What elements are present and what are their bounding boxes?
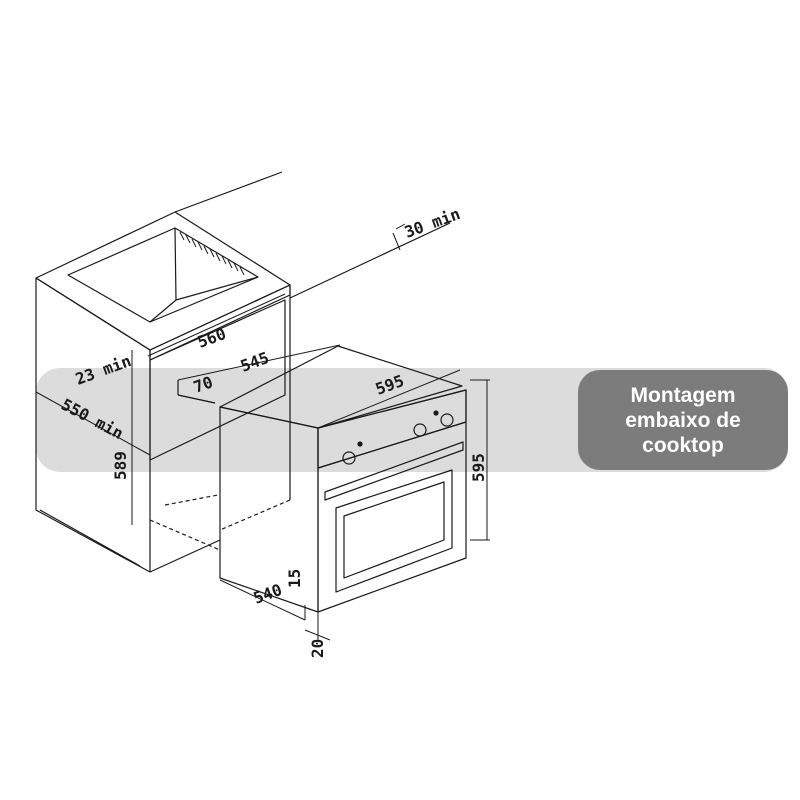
oven-window-inner bbox=[343, 481, 445, 579]
cabinet-plinth-line bbox=[39, 509, 141, 567]
dim-560: 560 bbox=[195, 324, 229, 352]
worktop-back-edge bbox=[174, 171, 283, 213]
knob-2 bbox=[413, 423, 427, 437]
cabinet-opening bbox=[149, 299, 286, 461]
dim-15: 15 bbox=[285, 569, 304, 588]
panel-lower-edge bbox=[317, 421, 467, 469]
dim-23min: 23 min bbox=[73, 351, 134, 389]
indicator-light-2 bbox=[433, 410, 439, 416]
knob-1 bbox=[342, 451, 356, 465]
dim-540: 540 bbox=[251, 580, 285, 608]
worktop-extension-line bbox=[289, 222, 451, 299]
dim-595-width: 595 bbox=[373, 371, 407, 399]
knob-3 bbox=[440, 413, 454, 427]
dim-30min: 30 min bbox=[402, 204, 463, 242]
oven-handle bbox=[324, 441, 464, 501]
oven-window-outer bbox=[335, 469, 453, 593]
cutout-inner-edge bbox=[174, 227, 177, 301]
dim-550min: 550 min bbox=[58, 395, 126, 443]
cutout-inner-edge-2 bbox=[149, 299, 177, 323]
label-line-1: Montagem bbox=[630, 383, 736, 407]
label-line-3: cooktop bbox=[642, 433, 724, 457]
cabinet-top-rail bbox=[149, 284, 291, 361]
cabinet-bottom-edge bbox=[149, 539, 221, 573]
dim-595-height: 595 bbox=[469, 453, 488, 482]
cutout-inner-edge-3 bbox=[175, 276, 259, 301]
dim-20: 20 bbox=[308, 639, 327, 658]
installation-label: Montagem embaixo de cooktop bbox=[578, 370, 788, 470]
cooktop-hatch bbox=[179, 231, 245, 276]
hob-cutout bbox=[67, 227, 259, 323]
indicator-light-1 bbox=[357, 441, 363, 447]
dimension-lines bbox=[35, 223, 490, 641]
label-line-2: embaixo de bbox=[625, 408, 741, 432]
dim-545: 545 bbox=[238, 348, 272, 376]
dim-589: 589 bbox=[111, 451, 130, 480]
hidden-lines bbox=[149, 494, 291, 551]
